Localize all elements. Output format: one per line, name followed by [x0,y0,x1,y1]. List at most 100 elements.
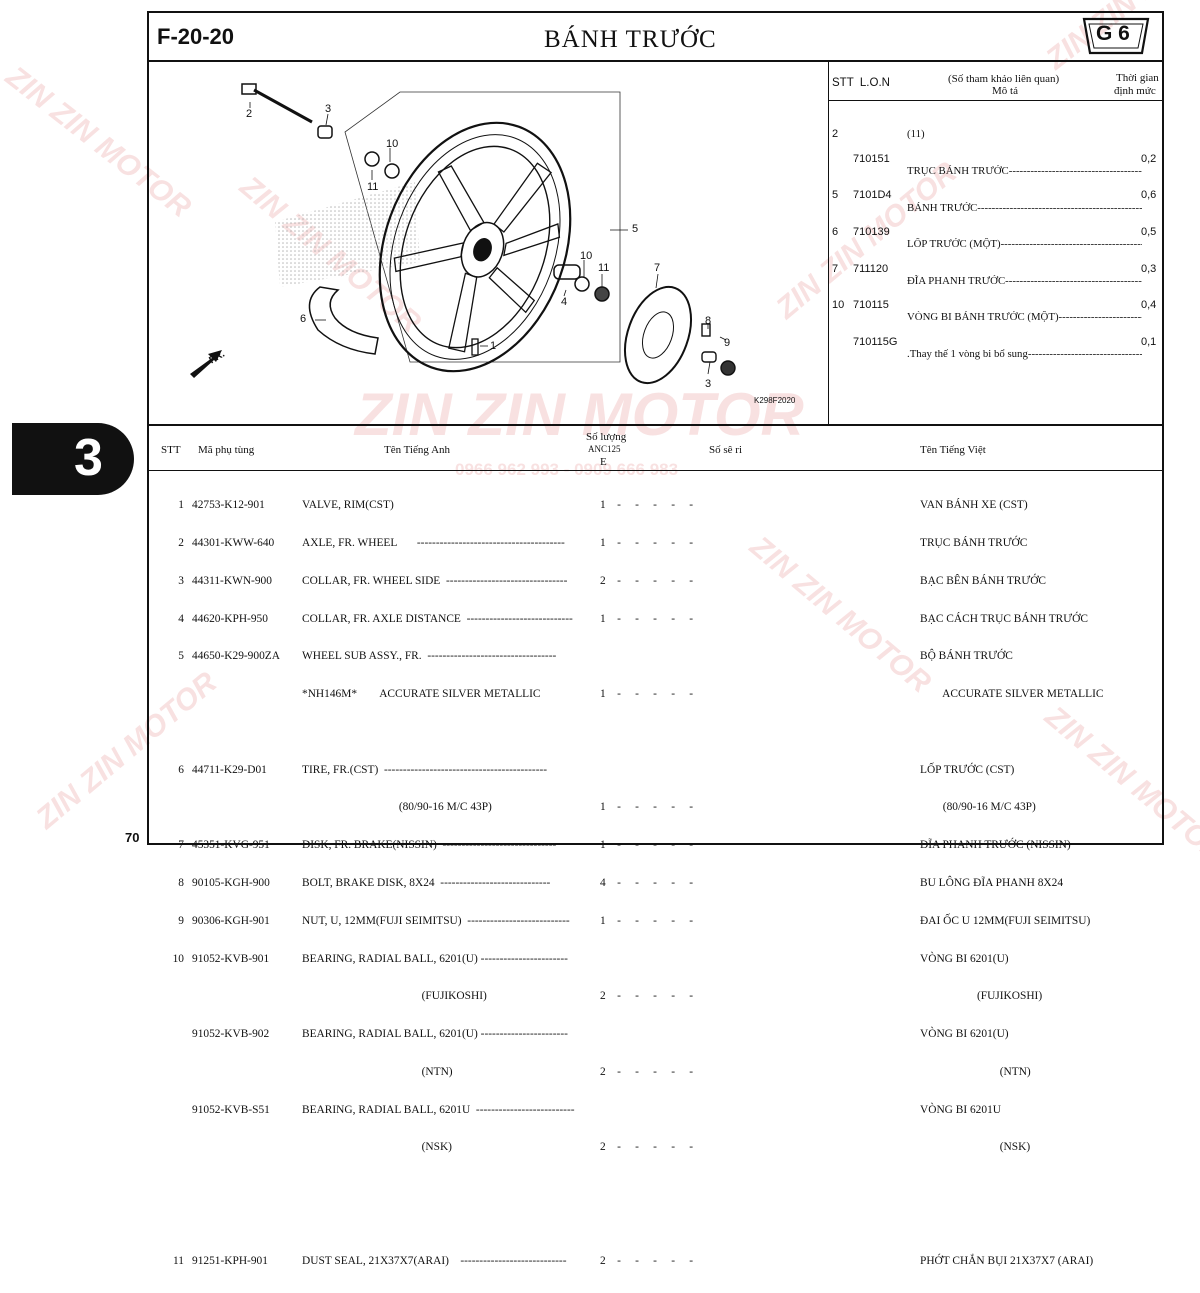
parts-partno-col: 42753-K12-901 44301-KWW-640 44311-KWN-90… [192,474,280,1293]
callout-4: 4 [561,296,568,308]
part-en-name: AXLE, FR. WHEEL ------------------------… [302,536,565,549]
tire-segment [308,286,379,355]
labor-desc: VÒNG BI BÁNH TRƯỚC (MỘT)----------------… [907,311,1142,324]
part-vn-name [920,1179,1103,1192]
part-qty [600,1179,693,1192]
labor-divider [828,61,829,424]
callout-6: 6 [300,313,307,325]
part-stt: 5 [178,650,184,663]
labor-header-time-top: Thời gian [1116,72,1159,84]
brake-disk-bolt [701,323,711,337]
parts-en-col: VALVE, RIM(CST) AXLE, FR. WHEEL --------… [302,474,588,1293]
labor-time: 0,2 [1141,152,1157,165]
brake-disk [624,285,692,385]
labor-lon: 710115 [853,299,889,312]
part-vn-name: BẠC CÁCH TRỤC BÁNH TRƯỚC [920,612,1088,625]
part-qty: 1 - - - - - [600,801,694,814]
part-stt: 3 [178,574,184,587]
part-en-name: (FUJIKOSHI) [302,990,487,1003]
part-stt [162,688,184,701]
part-stt: 4 [178,612,184,625]
part-stt: 10 [172,952,184,965]
labor-header-stt-lon: STT L.O.N [832,77,890,89]
labor-desc: TRỤC BÁNH TRƯỚC-------------------------… [907,165,1142,178]
part-vn-name: BU LÔNG ĐĨA PHANH 8X24 [920,877,1064,889]
parts-header-en: Tên Tiếng Anh [384,444,451,456]
labor-desc: ĐĨA PHANH TRƯỚC-------------------------… [907,274,1142,287]
part-en-name: (NTN) [302,1065,453,1078]
part-stt: 9 [178,914,184,927]
parts-table: 1 2 3 4 5 6 7 8 9 10 11 42753-K12-901 44… [148,474,1163,1267]
part-vn-name: BẠC BÊN BÁNH TRƯỚC [920,574,1047,587]
part-en-name: BOLT, BRAKE DISK, 8X24 -----------------… [302,877,551,889]
collar-wheel-side [317,125,333,139]
part-qty [600,953,693,966]
part-number: 42753-K12-901 [192,499,265,512]
callout-11-right: 11 [598,262,610,274]
labor-lon-col: 710151 7101D4 710139 711120 710115 71011… [853,104,897,372]
labor-lon: 710139 [853,226,890,239]
parts-stt-col: 1 2 3 4 5 6 7 8 9 10 11 [162,474,184,1293]
part-qty: 2 - - - - - [600,990,694,1003]
bearing-right [574,276,590,292]
callout-11-top: 11 [367,181,379,193]
part-vn-name: VÒNG BI 6201(U) [920,1028,1009,1041]
labor-desc-col: (11) TRỤC BÁNH TRƯỚC--------------------… [907,104,1142,385]
part-vn-name [920,726,1103,739]
callout-2: 2 [246,108,253,120]
part-number: 91251-KPH-901 [192,1254,268,1267]
callout-10-right: 10 [580,250,593,262]
group-badge-label: G 6 [1096,22,1130,45]
callout-10-top: 10 [386,138,399,150]
part-en-name: DISK, FR. BRAKE(NISSIN) ----------------… [302,839,557,852]
part-en-name: COLLAR, FR. WHEEL SIDE -----------------… [302,574,568,587]
callout-1: 1 [490,340,497,352]
part-qty: 1 - - - - - [600,536,694,549]
part-stt [162,1217,184,1230]
part-number: 91052-KVB-S51 [192,1103,270,1116]
parts-divider [148,424,1163,426]
part-number [192,1217,280,1230]
parts-header-qty-model: ANC125 [588,444,621,454]
part-number: 44311-KWN-900 [192,574,272,587]
labor-stt: 7 [832,262,839,275]
labor-lon: 7101D4 [853,189,892,202]
part-number: 45351-KVG-951 [192,839,270,852]
part-en-name: BEARING, RADIAL BALL, 6201(U) ----------… [302,952,568,965]
axle [241,83,313,129]
part-number [192,726,280,739]
parts-header-serial: Số sê ri [709,444,742,456]
page-number: 70 [125,830,140,845]
dust-seal [364,151,380,167]
part-vn-name: BỘ BÁNH TRƯỚC [920,650,1013,663]
collar-right [701,351,717,363]
part-vn-name: ACCURATE SILVER METALLIC [920,688,1104,701]
part-en-name: VALVE, RIM(CST) [302,499,394,512]
part-qty: 4 - - - - - [600,877,694,889]
part-number: 91052-KVB-901 [192,952,270,965]
part-en-name [302,1217,588,1230]
page-code: F-20-20 [157,24,235,49]
labor-stt: 2 [832,128,839,141]
part-stt: 6 [178,763,184,776]
part-stt: 11 [173,1254,184,1267]
part-number: 44301-KWW-640 [192,536,275,549]
part-en-name: (80/90-16 M/C 43P) [302,801,492,814]
axle-nut [720,360,736,376]
part-qty: 2 - - - - - [600,1141,694,1154]
part-stt: 7 [178,839,184,852]
callout-3-top: 3 [325,103,332,115]
part-vn-name: TRỤC BÁNH TRƯỚC [920,536,1028,549]
bearing [384,163,400,179]
group-badge [1082,17,1150,55]
part-en-name: (NSK) [302,1141,452,1154]
part-qty: 2 - - - - - [600,1065,694,1078]
part-en-name: *NH146M* ACCURATE SILVER METALLIC [302,688,541,701]
parts-header-underline [148,470,1163,471]
part-vn-name: VÒNG BI 6201U [920,1103,1001,1116]
part-qty [600,764,693,777]
part-vn-name: PHỚT CHẮN BỤI 21X37X7 (ARAI) [920,1254,1094,1267]
part-stt [162,1179,184,1192]
callout-3-bottom: 3 [705,378,712,390]
page-title: BÁNH TRƯỚC [544,26,717,53]
